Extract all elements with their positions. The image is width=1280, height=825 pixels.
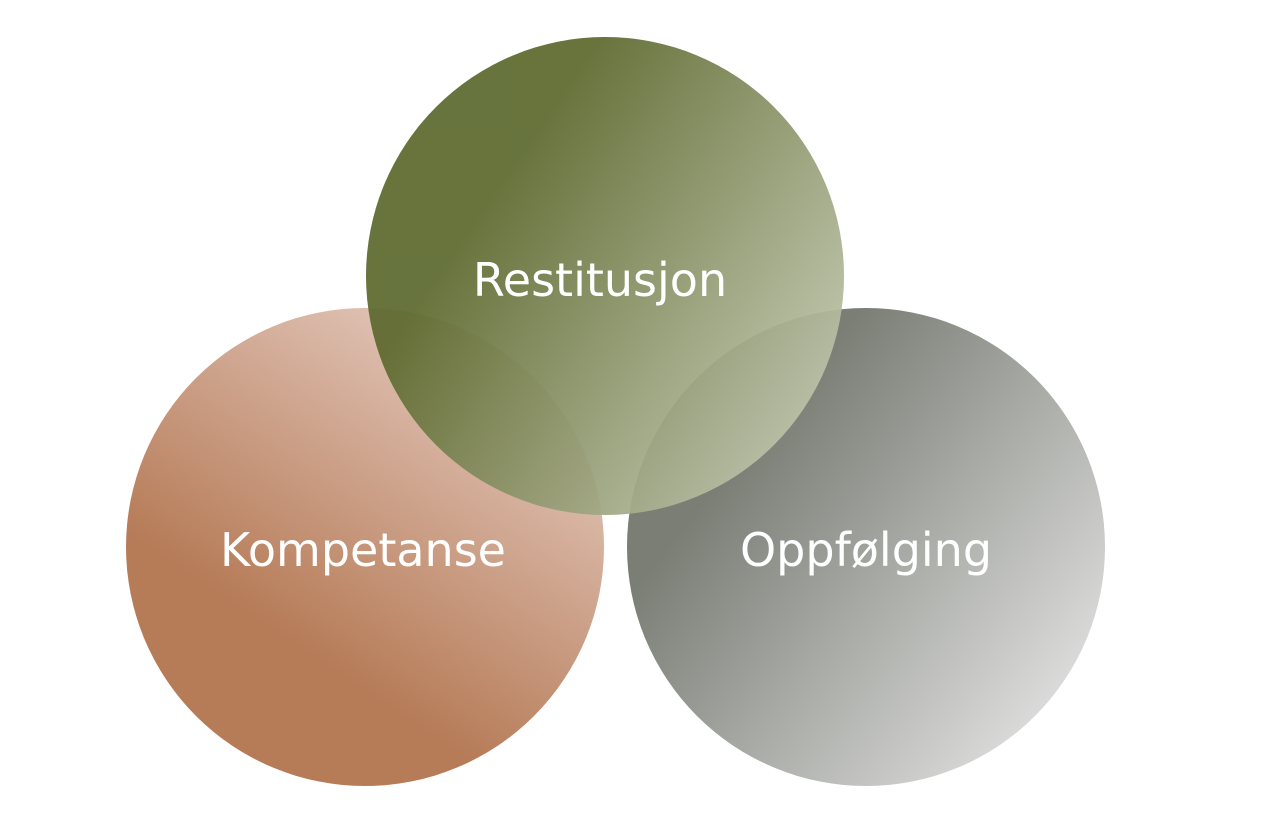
restitusjon-circle	[366, 37, 844, 515]
restitusjon-label: Restitusjon	[473, 253, 727, 307]
kompetanse-label: Kompetanse	[220, 523, 506, 577]
oppfolging-label: Oppfølging	[740, 523, 992, 577]
circle-restitusjon	[366, 37, 844, 515]
